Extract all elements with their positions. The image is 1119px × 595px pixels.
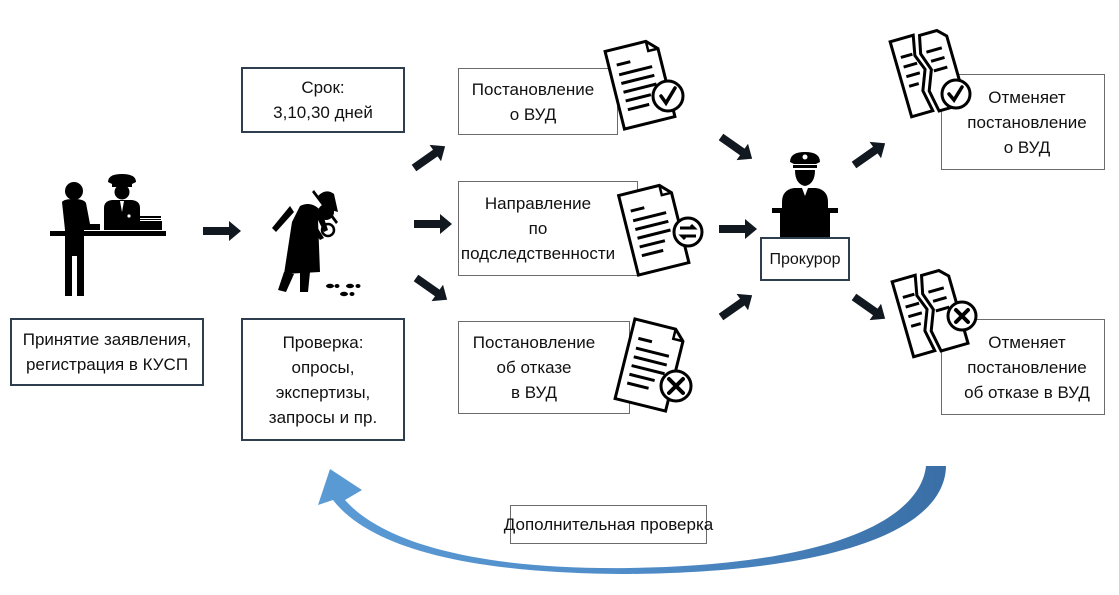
outcome-arrows (851, 141, 886, 321)
arrow-right-icon (719, 219, 757, 239)
reception-box: Принятие заявления, регистрация в КУСП (10, 318, 204, 386)
check-box: Проверка: опросы, экспертизы, запросы и … (241, 318, 405, 441)
torn-document-reject-icon (890, 268, 978, 359)
outcome-cancel-refuse-line-2: постановление (967, 357, 1087, 377)
arrow-up-right-icon (718, 293, 753, 321)
prosecutor-box: Прокурор (760, 237, 850, 281)
decision-transfer-line-3: подследственности (460, 244, 616, 263)
arrow-down-right-icon (413, 274, 448, 302)
decision-initiate-line-1: Постановление (471, 79, 595, 99)
arrow-up-right-icon (411, 144, 446, 172)
document-transfer-icon (616, 183, 704, 277)
term-line-2: 3,10,30 дней (273, 103, 373, 122)
reception-line-2: регистрация в КУСП (25, 355, 189, 374)
check-line-4: запросы и пр. (268, 407, 378, 427)
outcome-cancel-refuse-line-3: об отказе в ВУД (964, 382, 1090, 402)
detective-with-magnifier-icon (272, 190, 361, 297)
term-box: Срок: 3,10,30 дней (241, 67, 405, 133)
decision-initiate-box: Постановление о ВУД (458, 68, 618, 135)
outcome-cancel-initiate-line-2: постановление (967, 112, 1087, 132)
arrow-right-icon (414, 214, 452, 234)
arrow-down-right-icon (718, 133, 753, 161)
check-line-1: Проверка: (282, 332, 364, 352)
document-check-icon (603, 39, 685, 131)
outcome-cancel-refuse-line-1: Отменяет (988, 332, 1066, 352)
decision-arrows (411, 144, 452, 302)
torn-document-check-icon (888, 28, 972, 119)
decision-refuse-line-1: Постановление (472, 333, 596, 352)
arrow-right-icon (203, 221, 241, 241)
decision-refuse-line-2: об отказе (496, 358, 572, 377)
prosecutor-label: Прокурор (769, 250, 841, 268)
outcome-cancel-refuse-box: Отменяет постановление об отказе в ВУД (941, 319, 1105, 415)
decision-transfer-box: Направление по подследственности (458, 181, 638, 276)
decision-transfer-line-2: по (528, 219, 548, 238)
prosecutor-at-podium-icon (772, 152, 838, 237)
arrow-up-right-icon (851, 141, 886, 169)
decision-transfer-line-1: Направление (484, 194, 592, 213)
citizen-at-police-desk-icon (50, 174, 166, 296)
document-reject-icon (613, 317, 693, 413)
arrow-down-right-icon (851, 293, 886, 321)
outcome-cancel-initiate-line-1: Отменяет (988, 87, 1066, 107)
decision-initiate-line-2: о ВУД (509, 104, 557, 124)
check-line-3: экспертизы, (275, 382, 371, 402)
decision-refuse-box: Постановление об отказе в ВУД (458, 321, 630, 414)
decision-refuse-line-3: в ВУД (510, 383, 558, 402)
additional-check-label: Дополнительная проверка (503, 515, 714, 534)
reception-line-1: Принятие заявления, (22, 330, 192, 349)
prosecutor-arrows (718, 133, 757, 321)
additional-check-box: Дополнительная проверка (504, 505, 713, 544)
term-line-1: Срок: (301, 78, 345, 97)
check-line-2: опросы, (291, 357, 355, 377)
outcome-cancel-initiate-line-3: о ВУД (1003, 137, 1051, 157)
